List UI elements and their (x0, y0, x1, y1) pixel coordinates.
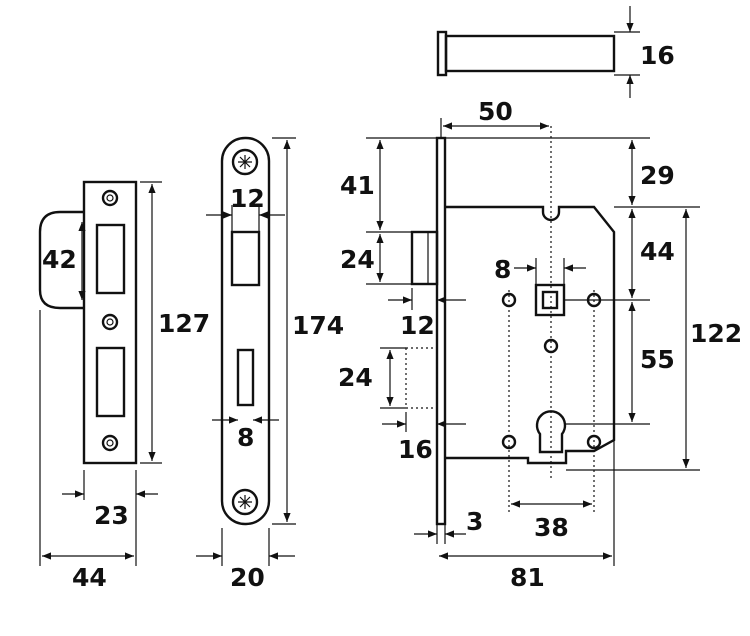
dim-forend-8: 8 (237, 423, 254, 452)
dim-forend-174: 174 (292, 311, 344, 340)
dim-pin-16: 16 (640, 41, 675, 70)
dim-strike-127: 127 (158, 309, 210, 338)
dim-strike-23: 23 (94, 501, 129, 530)
cylinder-pin: 16 (436, 6, 675, 98)
forend-dimensions: 12 174 8 20 (196, 137, 344, 592)
dim-latch-proj-12: 12 (400, 311, 435, 340)
dim-depth-81: 81 (510, 563, 545, 592)
dim-top-29: 29 (640, 161, 675, 190)
strike-plate (38, 180, 138, 465)
lock-body-dimensions: 50 41 24 12 24 16 8 29 (338, 97, 742, 592)
dim-strike-42: 42 (42, 245, 77, 274)
dim-forend-12: 12 (230, 184, 265, 213)
dim-deadbolt-24: 24 (338, 363, 373, 392)
dim-cylinder-55: 55 (640, 345, 675, 374)
dim-forend-20: 20 (230, 563, 265, 592)
dim-fixing-38: 38 (534, 513, 569, 542)
dim-forend-3: 3 (466, 507, 483, 536)
dim-latch-41: 41 (340, 171, 375, 200)
dim-spindle-8: 8 (494, 255, 511, 284)
dim-body-122: 122 (690, 319, 742, 348)
forend-plate (220, 136, 271, 526)
dim-deadbolt-proj-16: 16 (398, 435, 433, 464)
dim-strike-44: 44 (72, 563, 107, 592)
lock-body (405, 126, 616, 526)
dim-latch-24: 24 (340, 245, 375, 274)
strike-dimensions: 42 127 23 44 (39, 181, 210, 592)
dim-follower-44: 44 (640, 237, 675, 266)
dim-backset-50: 50 (478, 97, 513, 126)
